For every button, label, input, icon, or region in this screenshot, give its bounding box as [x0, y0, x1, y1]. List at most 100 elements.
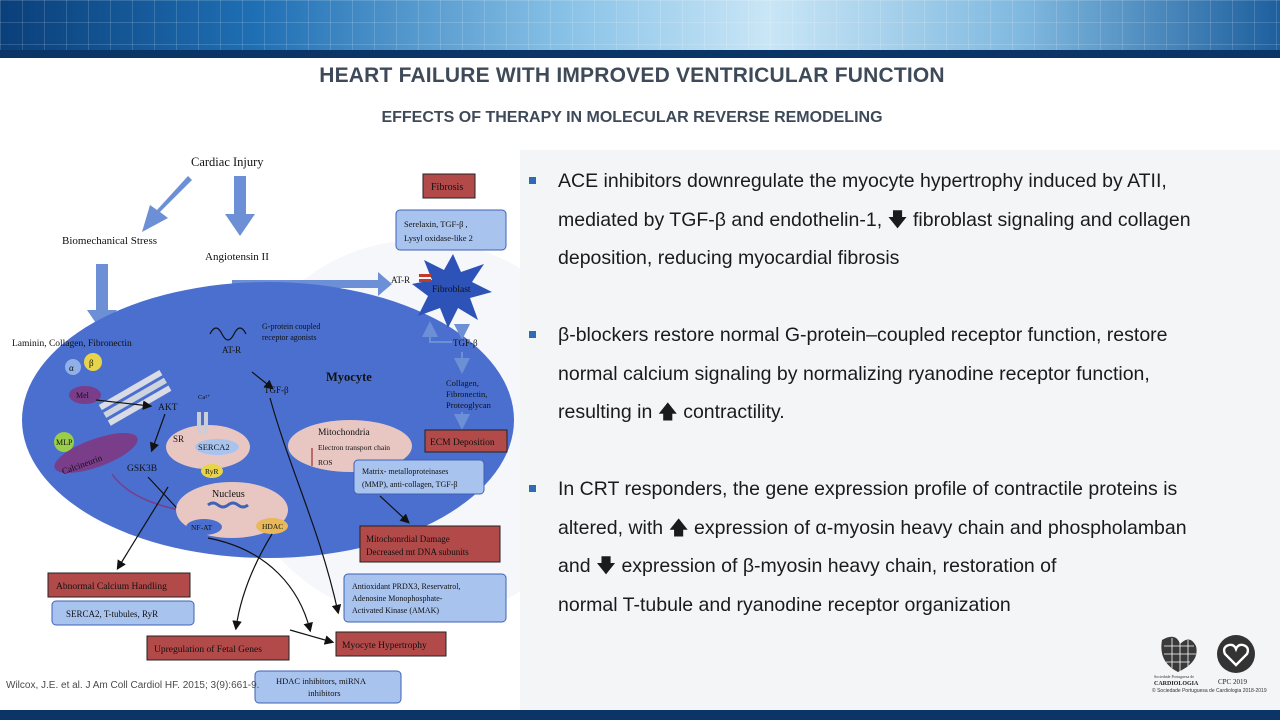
bullet-ace-inhibitors: ACE inhibitors downregulate the myocyte …: [528, 162, 1268, 316]
citation: Wilcox, J.E. et al. J Am Coll Cardiol HF…: [6, 680, 260, 691]
label-antiox-2: Adenosine Monophosphate-: [352, 594, 443, 603]
sarcomere-icon: [98, 369, 172, 426]
label-mitochondria: Mitochondria: [318, 428, 370, 438]
label-mel: Mel: [76, 391, 90, 400]
slide-title: HEART FAILURE WITH IMPROVED VENTRICULAR …: [319, 64, 945, 87]
header-panel: [0, 58, 1280, 151]
arrow-mel-akt: [95, 399, 153, 410]
bullet-3-line-4: normal T-tubule and ryanodine receptor o…: [558, 593, 1011, 616]
arrow-fetal-hypertrophy: [289, 629, 335, 645]
label-collagen-2: Fibronectin,: [446, 389, 487, 399]
bullet-2-line-3: resulting in 🡅 contractility.: [558, 401, 785, 423]
spc-name: CARDIOLOGIA: [1154, 681, 1199, 687]
arrow-tgf-loop: [422, 321, 452, 343]
ecm-deposition-box: [424, 429, 508, 453]
arrow-calcineurin-loop: [111, 473, 181, 511]
bullet-marker: [529, 177, 536, 184]
label-hdac-inh-2: inhibitors: [308, 688, 341, 698]
mitochondria: [288, 420, 412, 472]
calcineurin-protein: [54, 433, 138, 473]
label-alpha: α: [69, 363, 74, 373]
bullet-2-line-1: β-blockers restore normal G-protein–coup…: [558, 324, 1168, 346]
slide-subtitle: EFFECTS OF THERAPY IN MOLECULAR REVERSE …: [381, 109, 883, 126]
label-nucleus: Nucleus: [212, 489, 245, 500]
bottom-bar: [0, 710, 1280, 720]
hypertrophy-box: [335, 631, 447, 657]
label-fetal: Upregulation of Fetal Genes: [154, 644, 262, 655]
label-tgfb-cell: TGF-β: [264, 385, 289, 395]
label-hdac: HDAC: [262, 522, 283, 531]
label-mito-damage-1: Mitochonrdial Damage: [366, 534, 450, 544]
bullet-crt-responders: In CRT responders, the gene expression p…: [528, 470, 1268, 624]
label-mmp-1: Matrix- metalloproteinases: [362, 467, 448, 476]
arrow-injury-left: [142, 176, 192, 232]
bullet-1-line-3: deposition, reducing myocardial fibrosis: [558, 247, 900, 269]
cpc-heart-icon: [1222, 643, 1250, 667]
label-etc: Electron transport chain: [318, 443, 390, 452]
label-ros: ROS: [318, 458, 333, 467]
label-serelaxin-1: Serelaxin, TGF-β ,: [404, 219, 468, 229]
cpc-circle: [1217, 635, 1255, 673]
mito-damage-box: [359, 525, 501, 563]
dna-icon: [207, 501, 249, 509]
heart-grid-icon: [1161, 636, 1197, 672]
arrow-akt-gsk: [149, 413, 166, 453]
label-atr-fibroblast: AT-R: [391, 275, 410, 285]
mlp-protein: [54, 432, 74, 452]
label-mmp-2: (MMP), anti-collagen, TGF-β: [362, 480, 457, 489]
label-laminin: Laminin, Collagen, Fibronectin: [12, 339, 132, 349]
label-serca-tt: SERCA2, T-tubules, RyR: [66, 609, 158, 619]
atr-marker-1: [419, 274, 431, 277]
bullet-1-line-2: mediated by TGF-β and endothelin-1, 🡇 fi…: [558, 208, 1191, 231]
channel-left: [197, 412, 201, 434]
label-myocyte: Myocyte: [326, 370, 372, 384]
label-mito-damage-2: Decreased mt DNA subunits: [366, 547, 469, 557]
label-gsk3b: GSK3B: [127, 464, 157, 474]
label-fibroblast: Fibroblast: [432, 285, 471, 295]
cpc-name: CPC 2019: [1218, 678, 1247, 686]
label-angiotensin: Angiotensin II: [205, 251, 269, 263]
banner-bar: [0, 50, 1280, 58]
label-abnormal-calcium: Abnormal Calcium Handling: [56, 582, 167, 592]
nfat-factor: [186, 519, 222, 535]
bullet-marker: [529, 331, 536, 338]
label-akt: AKT: [158, 403, 178, 413]
alpha-integrin: [65, 359, 81, 375]
arrow-hdac-fetal: [232, 533, 273, 631]
fetal-genes-box: [146, 635, 290, 661]
beta-integrin: [84, 353, 102, 371]
spc-logo: Sociedade Portuguesa de CARDIOLOGIA: [1154, 636, 1199, 687]
fibroblast-star: [412, 254, 492, 328]
serca2-pump: [195, 439, 239, 455]
channel-right: [204, 412, 208, 434]
mmp-box: [353, 459, 485, 495]
label-serelaxin-2: Lysyl oxidase-like 2: [404, 233, 473, 243]
label-atr-cell: AT-R: [222, 345, 241, 355]
abnormal-calcium-box: [47, 572, 191, 598]
label-ca: Ca²⁺: [198, 394, 211, 401]
label-tgfb-fibroblast: TGF-β: [453, 338, 478, 348]
label-ecm: ECM Deposition: [430, 438, 495, 448]
label-hypertrophy: Myocyte Hypertrophy: [342, 641, 427, 651]
arrow-mito-damage: [379, 495, 410, 524]
top-banner: [0, 0, 1280, 58]
label-gpcr-2: receptor agonists: [262, 333, 316, 342]
label-serca2: SERCA2: [198, 442, 230, 452]
down-arrow-icon: 🡇: [887, 208, 908, 231]
arrow-nfat-hypertrophy: [207, 537, 313, 633]
remodeling-diagram: Cardiac Injury Biomechanical Stress Angi…: [0, 150, 520, 710]
hdac-inhibitors-box: [254, 670, 402, 704]
ryr-channel: [201, 464, 223, 478]
atr-marker-2: [419, 279, 431, 282]
bullet-1-line-1: ACE inhibitors downregulate the myocyte …: [558, 170, 1167, 192]
label-fibrosis: Fibrosis: [431, 182, 463, 193]
label-hdac-inh-1: HDAC inhibitors, miRNA: [276, 676, 367, 686]
bullet-beta-blockers: β-blockers restore normal G-protein–coup…: [528, 316, 1268, 470]
bullet-3-line-3: and 🡇 expression of β-myosin heavy chain…: [558, 555, 1057, 577]
serelaxin-box: [395, 209, 507, 251]
label-sr: SR: [173, 434, 184, 444]
arrow-atr-tgf: [251, 371, 274, 390]
label-collagen-1: Collagen,: [446, 378, 479, 388]
bullet-3-line-2: altered, with 🡅 expression of α-myosin h…: [558, 516, 1187, 539]
arrow-tgf-hypertrophy: [269, 397, 342, 615]
